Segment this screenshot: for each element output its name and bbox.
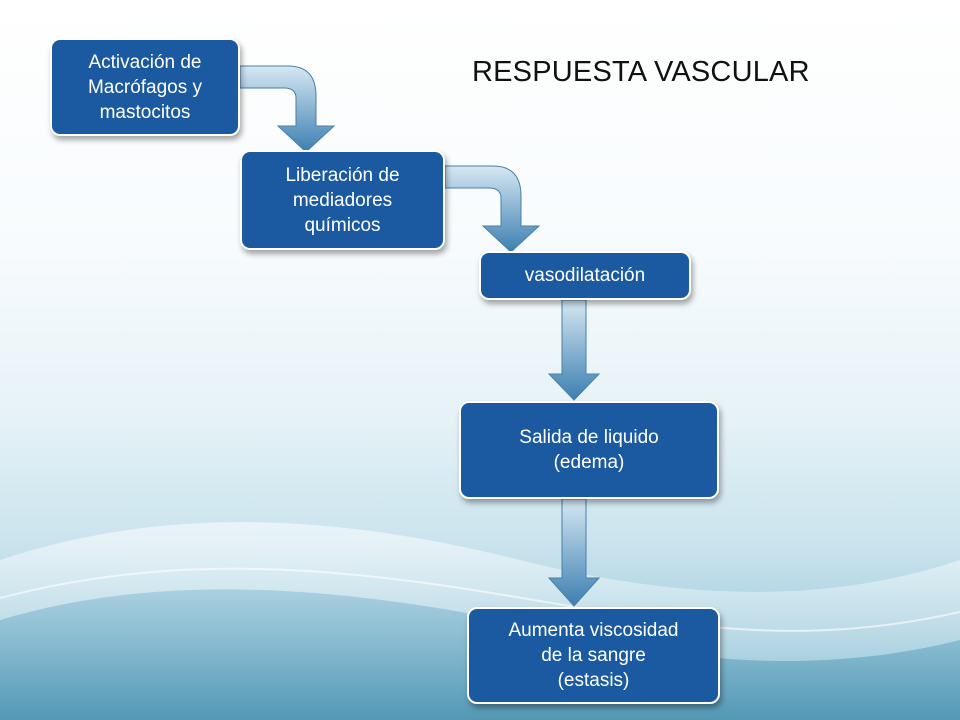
box-liberacion-mediadores: Liberación de mediadores químicos (240, 150, 445, 250)
bent-arrow-1 (239, 65, 336, 153)
box-salida-liquido: Salida de liquido (edema) (459, 401, 719, 499)
box-aumenta-viscosidad: Aumenta viscosidad de la sangre (estasis… (467, 607, 720, 704)
box-activacion-macrofagos: Activación de Macrófagos y mastocitos (50, 38, 240, 136)
down-arrow-2 (547, 498, 601, 607)
slide-title: RESPUESTA VASCULAR (472, 56, 810, 88)
bent-arrow-2 (444, 165, 541, 253)
wave-line (0, 567, 960, 632)
box-vasodilatacion: vasodilatación (479, 251, 691, 300)
down-arrow-1 (547, 299, 601, 401)
